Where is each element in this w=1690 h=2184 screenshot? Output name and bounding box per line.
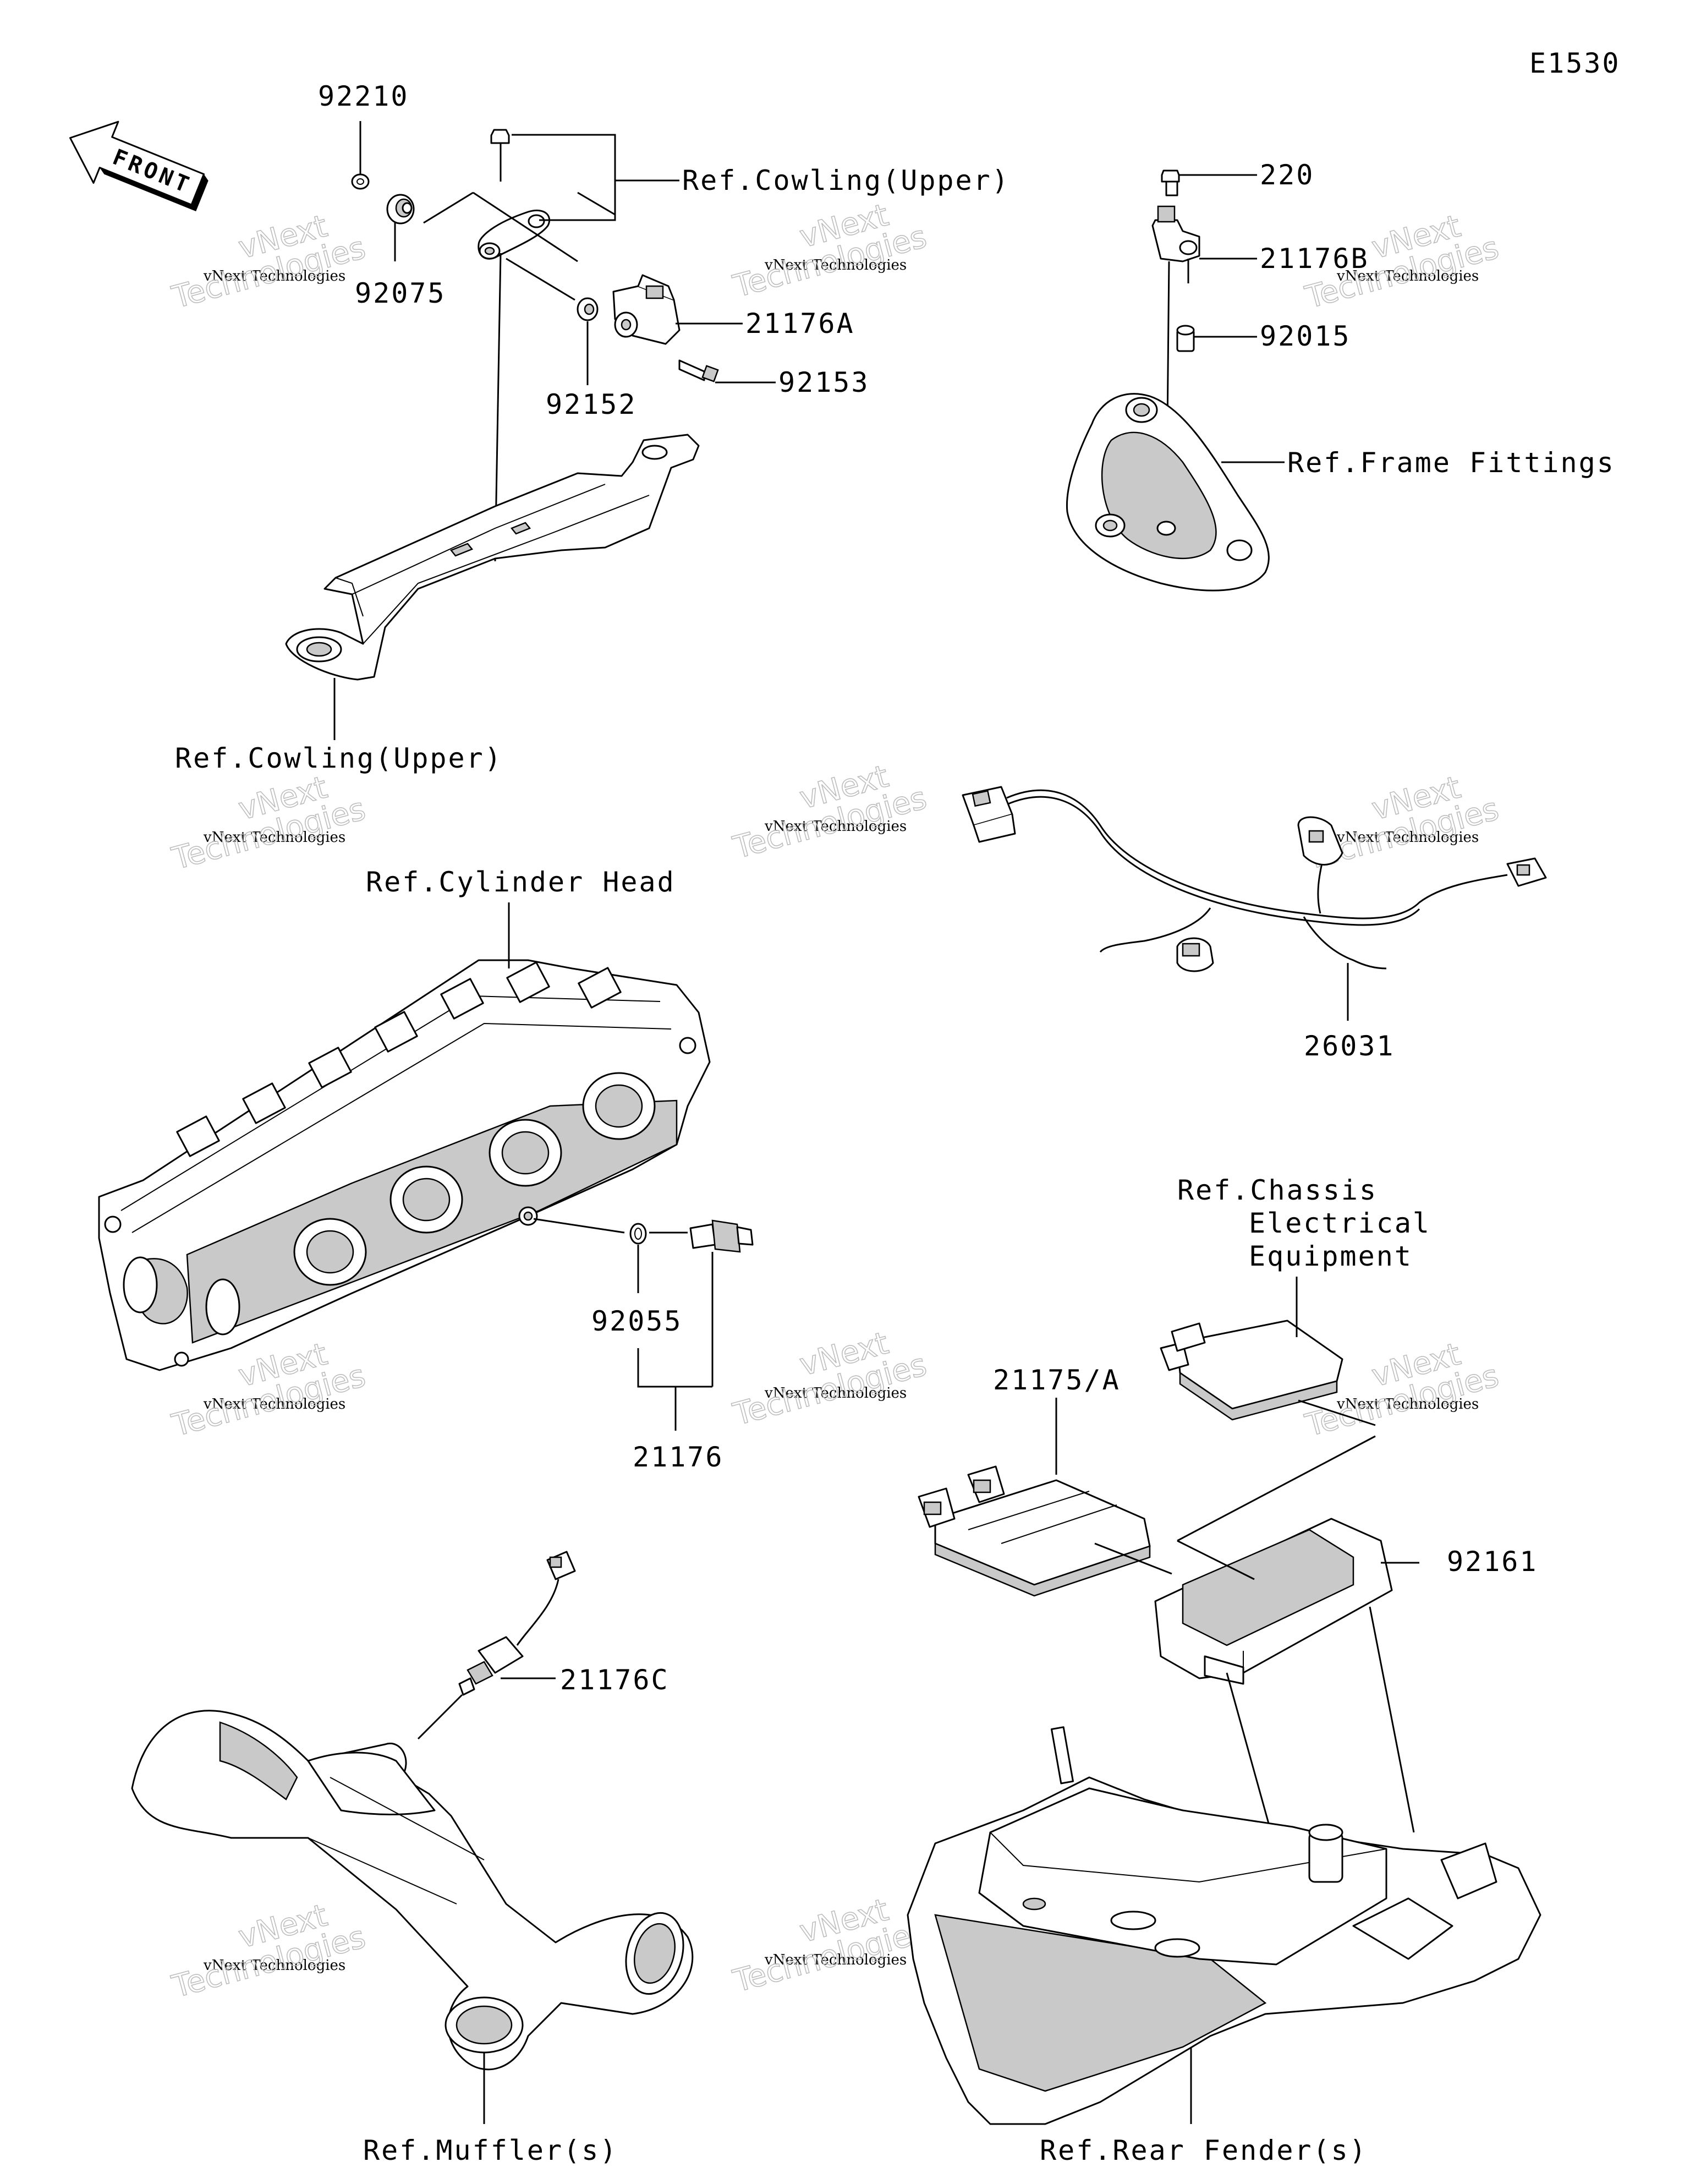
ref-label-cowling-upper-top: Ref.Cowling(Upper) <box>682 165 1010 196</box>
ref-label-chassis-1: Ref.Chassis <box>1177 1174 1378 1206</box>
cowling-bracket <box>285 434 700 740</box>
part-label-220: 220 <box>1260 159 1314 191</box>
wire-harness-26031 <box>962 786 1547 1021</box>
watermark-small: vNext Technologies <box>764 1385 907 1402</box>
rear-fender <box>907 1726 1541 2125</box>
ref-label-mufflers: Ref.Muffler(s) <box>363 2134 618 2166</box>
part-label-26031: 26031 <box>1304 1030 1395 1062</box>
ref-label-chassis-3: Equipment <box>1249 1240 1413 1272</box>
diagram-code: E1530 <box>1529 47 1621 79</box>
part-label-92075: 92075 <box>355 277 446 309</box>
watermark-small: vNext Technologies <box>764 1952 907 1968</box>
connector-icon <box>962 786 1016 843</box>
watermark-small: vNext Technologies <box>1336 829 1479 846</box>
watermark-small: vNext Technologies <box>203 1957 345 1974</box>
watermark-small: vNext Technologies <box>764 818 907 835</box>
watermark: vNext vNext Technologies Technologies <box>729 197 931 305</box>
part-label-92161: 92161 <box>1447 1546 1538 1578</box>
cylinder-head <box>98 902 711 1371</box>
ref-label-cylinder-head: Ref.Cylinder Head <box>366 866 676 898</box>
part-label-21176A: 21176A <box>745 308 855 340</box>
watermark-small: vNext Technologies <box>1336 268 1479 284</box>
connector-icon <box>1506 857 1547 887</box>
ref-label-rear-fenders: Ref.Rear Fender(s) <box>1040 2134 1368 2166</box>
part-label-92152: 92152 <box>546 388 637 420</box>
part-label-92015: 92015 <box>1260 320 1351 352</box>
watermark: vNext vNext Technologies Technologies <box>729 1325 931 1433</box>
ref-label-cowling-upper-bottom: Ref.Cowling(Upper) <box>175 742 503 774</box>
front-arrow-icon: FRONT <box>69 121 208 212</box>
watermark-small: vNext Technologies <box>1336 1396 1479 1413</box>
part-label-21176C: 21176C <box>560 1664 670 1696</box>
part-label-21176: 21176 <box>633 1441 724 1473</box>
watermark: vNext vNext Technologies Technologies <box>729 758 931 867</box>
watermark: vNext vNext Technologies Technologies <box>168 208 370 316</box>
temp-sensor-21176 <box>629 1219 754 1431</box>
part-label-21175A: 21175/A <box>993 1364 1121 1396</box>
ref-label-chassis-2: Electrical <box>1249 1207 1431 1239</box>
part-label-92210: 92210 <box>318 80 409 112</box>
ecu-area: Ref.Chassis Electrical Equipment 21175/A <box>907 1174 1541 2166</box>
ref-label-frame-fittings: Ref.Frame Fittings <box>1287 447 1615 479</box>
watermark-small: vNext Technologies <box>203 1396 345 1413</box>
part-label-92153: 92153 <box>778 366 870 398</box>
watermark-small: vNext Technologies <box>203 268 345 284</box>
chassis-electrical-unit <box>1160 1277 1376 1426</box>
connector-icon <box>1176 937 1214 972</box>
frame-fitting-assembly <box>1066 169 1285 592</box>
watermark: vNext vNext Technologies Technologies <box>729 1892 931 2000</box>
watermark-small: vNext Technologies <box>203 829 345 846</box>
part-label-21176B: 21176B <box>1260 243 1369 275</box>
exhaust-o2-assembly <box>131 1551 694 2124</box>
watermark: vNext vNext Technologies Technologies <box>168 1897 370 2006</box>
watermark: vNext vNext Technologies Technologies <box>168 769 370 878</box>
connector-icon <box>1297 816 1343 866</box>
watermark-small: vNext Technologies <box>764 257 907 273</box>
part-label-92055: 92055 <box>591 1305 683 1337</box>
ecu-holder-92161 <box>1154 1435 1419 1871</box>
ecu-21175A <box>918 1398 1172 1597</box>
